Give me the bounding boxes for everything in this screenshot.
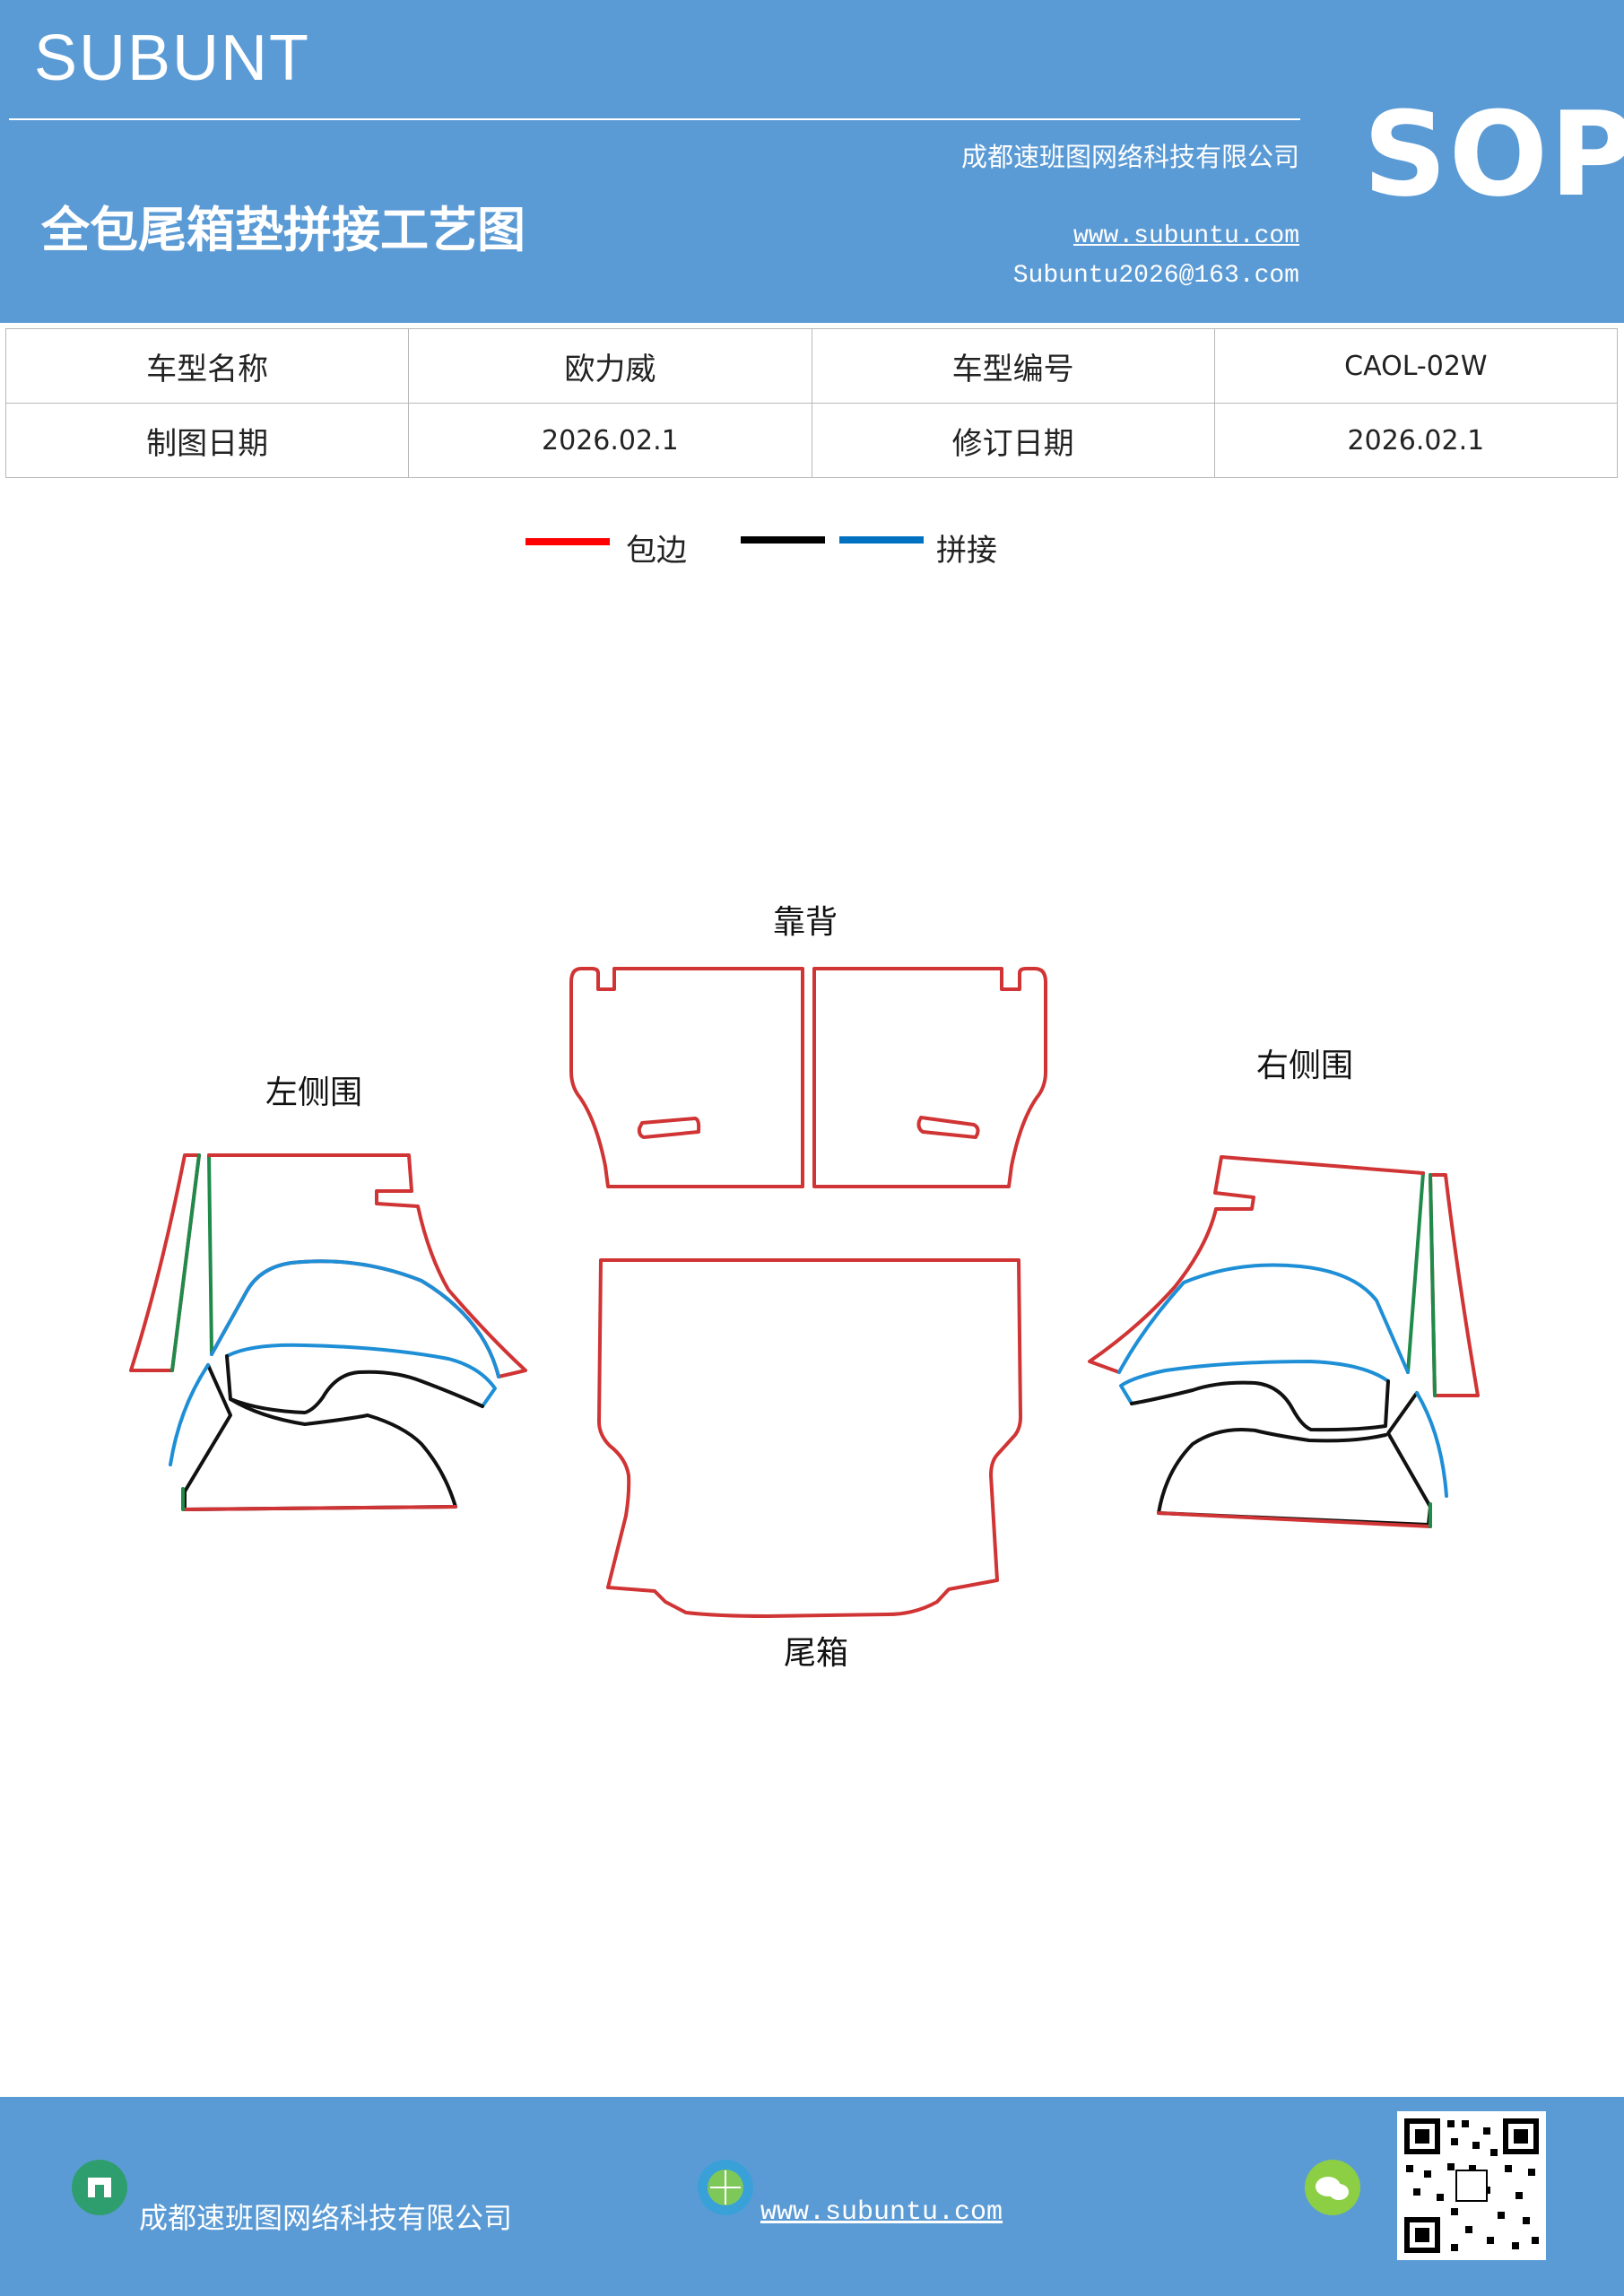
backrest-right-panel <box>812 967 1047 1188</box>
label-backrest: 靠背 <box>773 904 838 941</box>
right-bottom-edge <box>1157 1511 1432 1528</box>
left-bottom-edge <box>183 1505 457 1511</box>
right-black-band <box>1130 1379 1390 1432</box>
label-trunk: 尾箱 <box>784 1635 848 1672</box>
wechat-icon <box>1305 2160 1360 2215</box>
right-outer-strip <box>1429 1173 1480 1397</box>
left-black-lower <box>183 1363 457 1511</box>
right-seam-green <box>1429 1173 1437 1397</box>
legend-red-line <box>525 538 610 545</box>
right-seam-green-2 <box>1406 1171 1425 1374</box>
qr-code-icon[interactable] <box>1397 2111 1546 2260</box>
left-blue-band <box>225 1343 497 1408</box>
trunk-floor-panel <box>597 1258 1022 1618</box>
left-outer-strip <box>129 1153 201 1372</box>
website-link[interactable]: www.subuntu.com <box>1073 222 1299 250</box>
right-blue-band <box>1119 1360 1390 1405</box>
label-model-code: 车型编号 <box>811 328 1215 404</box>
label-right-side: 右侧围 <box>1256 1048 1353 1084</box>
label-model-name: 车型名称 <box>4 328 410 404</box>
footer-website-link[interactable]: www.subuntu.com <box>760 2197 1003 2228</box>
footer-company-name: 成都速班图网络科技有限公司 <box>139 2201 513 2235</box>
footer-banner: 成都速班图网络科技有限公司 www.subuntu.com <box>0 2097 1624 2296</box>
value-model-name: 欧力威 <box>408 328 812 404</box>
right-blue-arch <box>1117 1263 1410 1374</box>
left-black-band <box>225 1354 484 1414</box>
left-blue-low <box>169 1363 210 1466</box>
right-blue-low <box>1415 1391 1448 1498</box>
value-draw-date: 2026.02.1 <box>408 403 812 478</box>
left-side-wall <box>129 1153 527 1511</box>
globe-icon <box>698 2160 753 2215</box>
document-title: 全包尾箱垫拼接工艺图 <box>41 201 525 258</box>
value-revise-date: 2026.02.1 <box>1213 403 1619 478</box>
backrest-left-handle <box>637 1117 701 1139</box>
building-icon <box>72 2160 127 2215</box>
left-seam-green-2 <box>207 1153 213 1356</box>
mat-layout-diagram: 靠背 左侧围 右侧围 尾箱 <box>129 904 1480 1672</box>
left-blue-arch <box>210 1259 500 1378</box>
table-row: 制图日期 2026.02.1 修订日期 2026.02.1 <box>4 403 1619 478</box>
right-black-lower <box>1157 1391 1432 1526</box>
header-divider <box>9 118 1300 120</box>
legend: 包边 拼接 <box>0 518 1624 572</box>
vehicle-info-table: 车型名称 欧力威 车型编号 CAOL-02W 制图日期 2026.02.1 修订… <box>4 328 1619 478</box>
header-banner: SUBUNT SOP 成都速班图网络科技有限公司 全包尾箱垫拼接工艺图 www.… <box>0 0 1624 323</box>
right-side-wall <box>1088 1155 1480 1528</box>
value-model-code: CAOL-02W <box>1213 328 1619 404</box>
backrest-right-handle <box>916 1116 980 1139</box>
brand-logo-text: SUBUNT <box>34 22 311 94</box>
legend-blue-line <box>839 536 924 544</box>
left-seam-green <box>170 1153 201 1372</box>
label-draw-date: 制图日期 <box>4 403 410 478</box>
legend-black-line <box>741 536 825 544</box>
email-address: Subuntu2026@163.com <box>1012 262 1299 290</box>
legend-label-edging: 包边 <box>626 533 687 569</box>
label-left-side: 左侧围 <box>265 1074 362 1111</box>
right-upper-panel <box>1088 1155 1425 1374</box>
label-revise-date: 修订日期 <box>811 403 1215 478</box>
company-name: 成都速班图网络科技有限公司 <box>960 142 1299 172</box>
legend-label-seam: 拼接 <box>936 533 997 569</box>
backrest-left-panel <box>569 967 804 1188</box>
sop-tag: SOP <box>1363 86 1624 222</box>
table-row: 车型名称 欧力威 车型编号 CAOL-02W <box>4 328 1619 404</box>
